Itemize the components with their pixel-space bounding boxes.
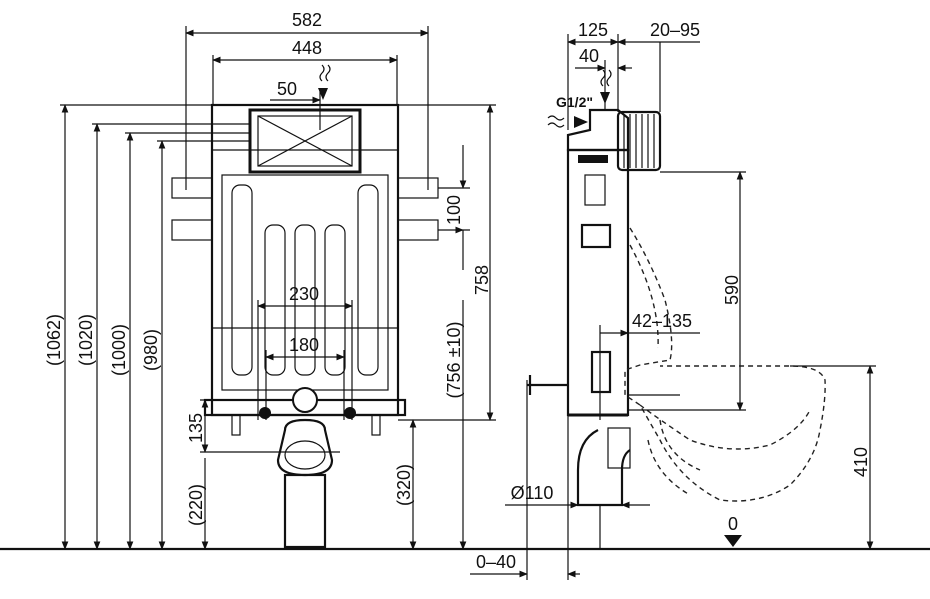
dim-410: 410 [851, 447, 871, 477]
side-frame [566, 148, 630, 417]
toilet-outline [624, 227, 826, 502]
dim-42-135: 42–135 [632, 311, 692, 331]
side-valve-housing [566, 108, 630, 152]
right-clamp-upper [397, 177, 439, 199]
left-clamp-upper [171, 177, 213, 199]
floor-zero-marker [724, 535, 742, 547]
right-clamp-lower [397, 219, 439, 241]
dim-582: 582 [292, 10, 322, 30]
dim-0-40: 0–40 [476, 552, 516, 572]
dim-20-95: 20–95 [650, 20, 700, 40]
dim-590: 590 [722, 275, 742, 305]
side-wall-bracket [616, 110, 662, 172]
front-view: 582 448 50 (1062) (1020) (1000) (980) 75… [44, 10, 496, 550]
dim-448: 448 [292, 38, 322, 58]
dim-180: 180 [289, 335, 319, 355]
dim-100: 100 [444, 195, 464, 225]
dim-125: 125 [578, 20, 608, 40]
dim-1000: (1000) [109, 324, 129, 376]
dim-110: Ø110 [511, 483, 554, 503]
dim-1062: (1062) [44, 314, 64, 366]
drain-pipe [283, 473, 327, 549]
dim-thread: G1/2" [556, 94, 593, 110]
dim-40: 40 [579, 46, 599, 66]
drain-bend [276, 418, 334, 477]
dim-230: 230 [289, 284, 319, 304]
dim-756: (756 ±10) [444, 322, 464, 399]
dim-zero: 0 [728, 514, 738, 534]
drain-connector [292, 387, 318, 413]
dim-220: (220) [186, 484, 206, 526]
frame-outline [210, 103, 400, 417]
dim-1020: (1020) [76, 314, 96, 366]
dim-135: 135 [186, 413, 206, 443]
left-clamp-lower [171, 219, 213, 241]
dim-50: 50 [277, 79, 297, 99]
side-view: 125 20–95 40 G1/2" 590 42–135 Ø110 [470, 20, 876, 580]
dim-758: 758 [472, 265, 492, 295]
dim-320: (320) [394, 464, 414, 506]
dim-980: (980) [141, 329, 161, 371]
